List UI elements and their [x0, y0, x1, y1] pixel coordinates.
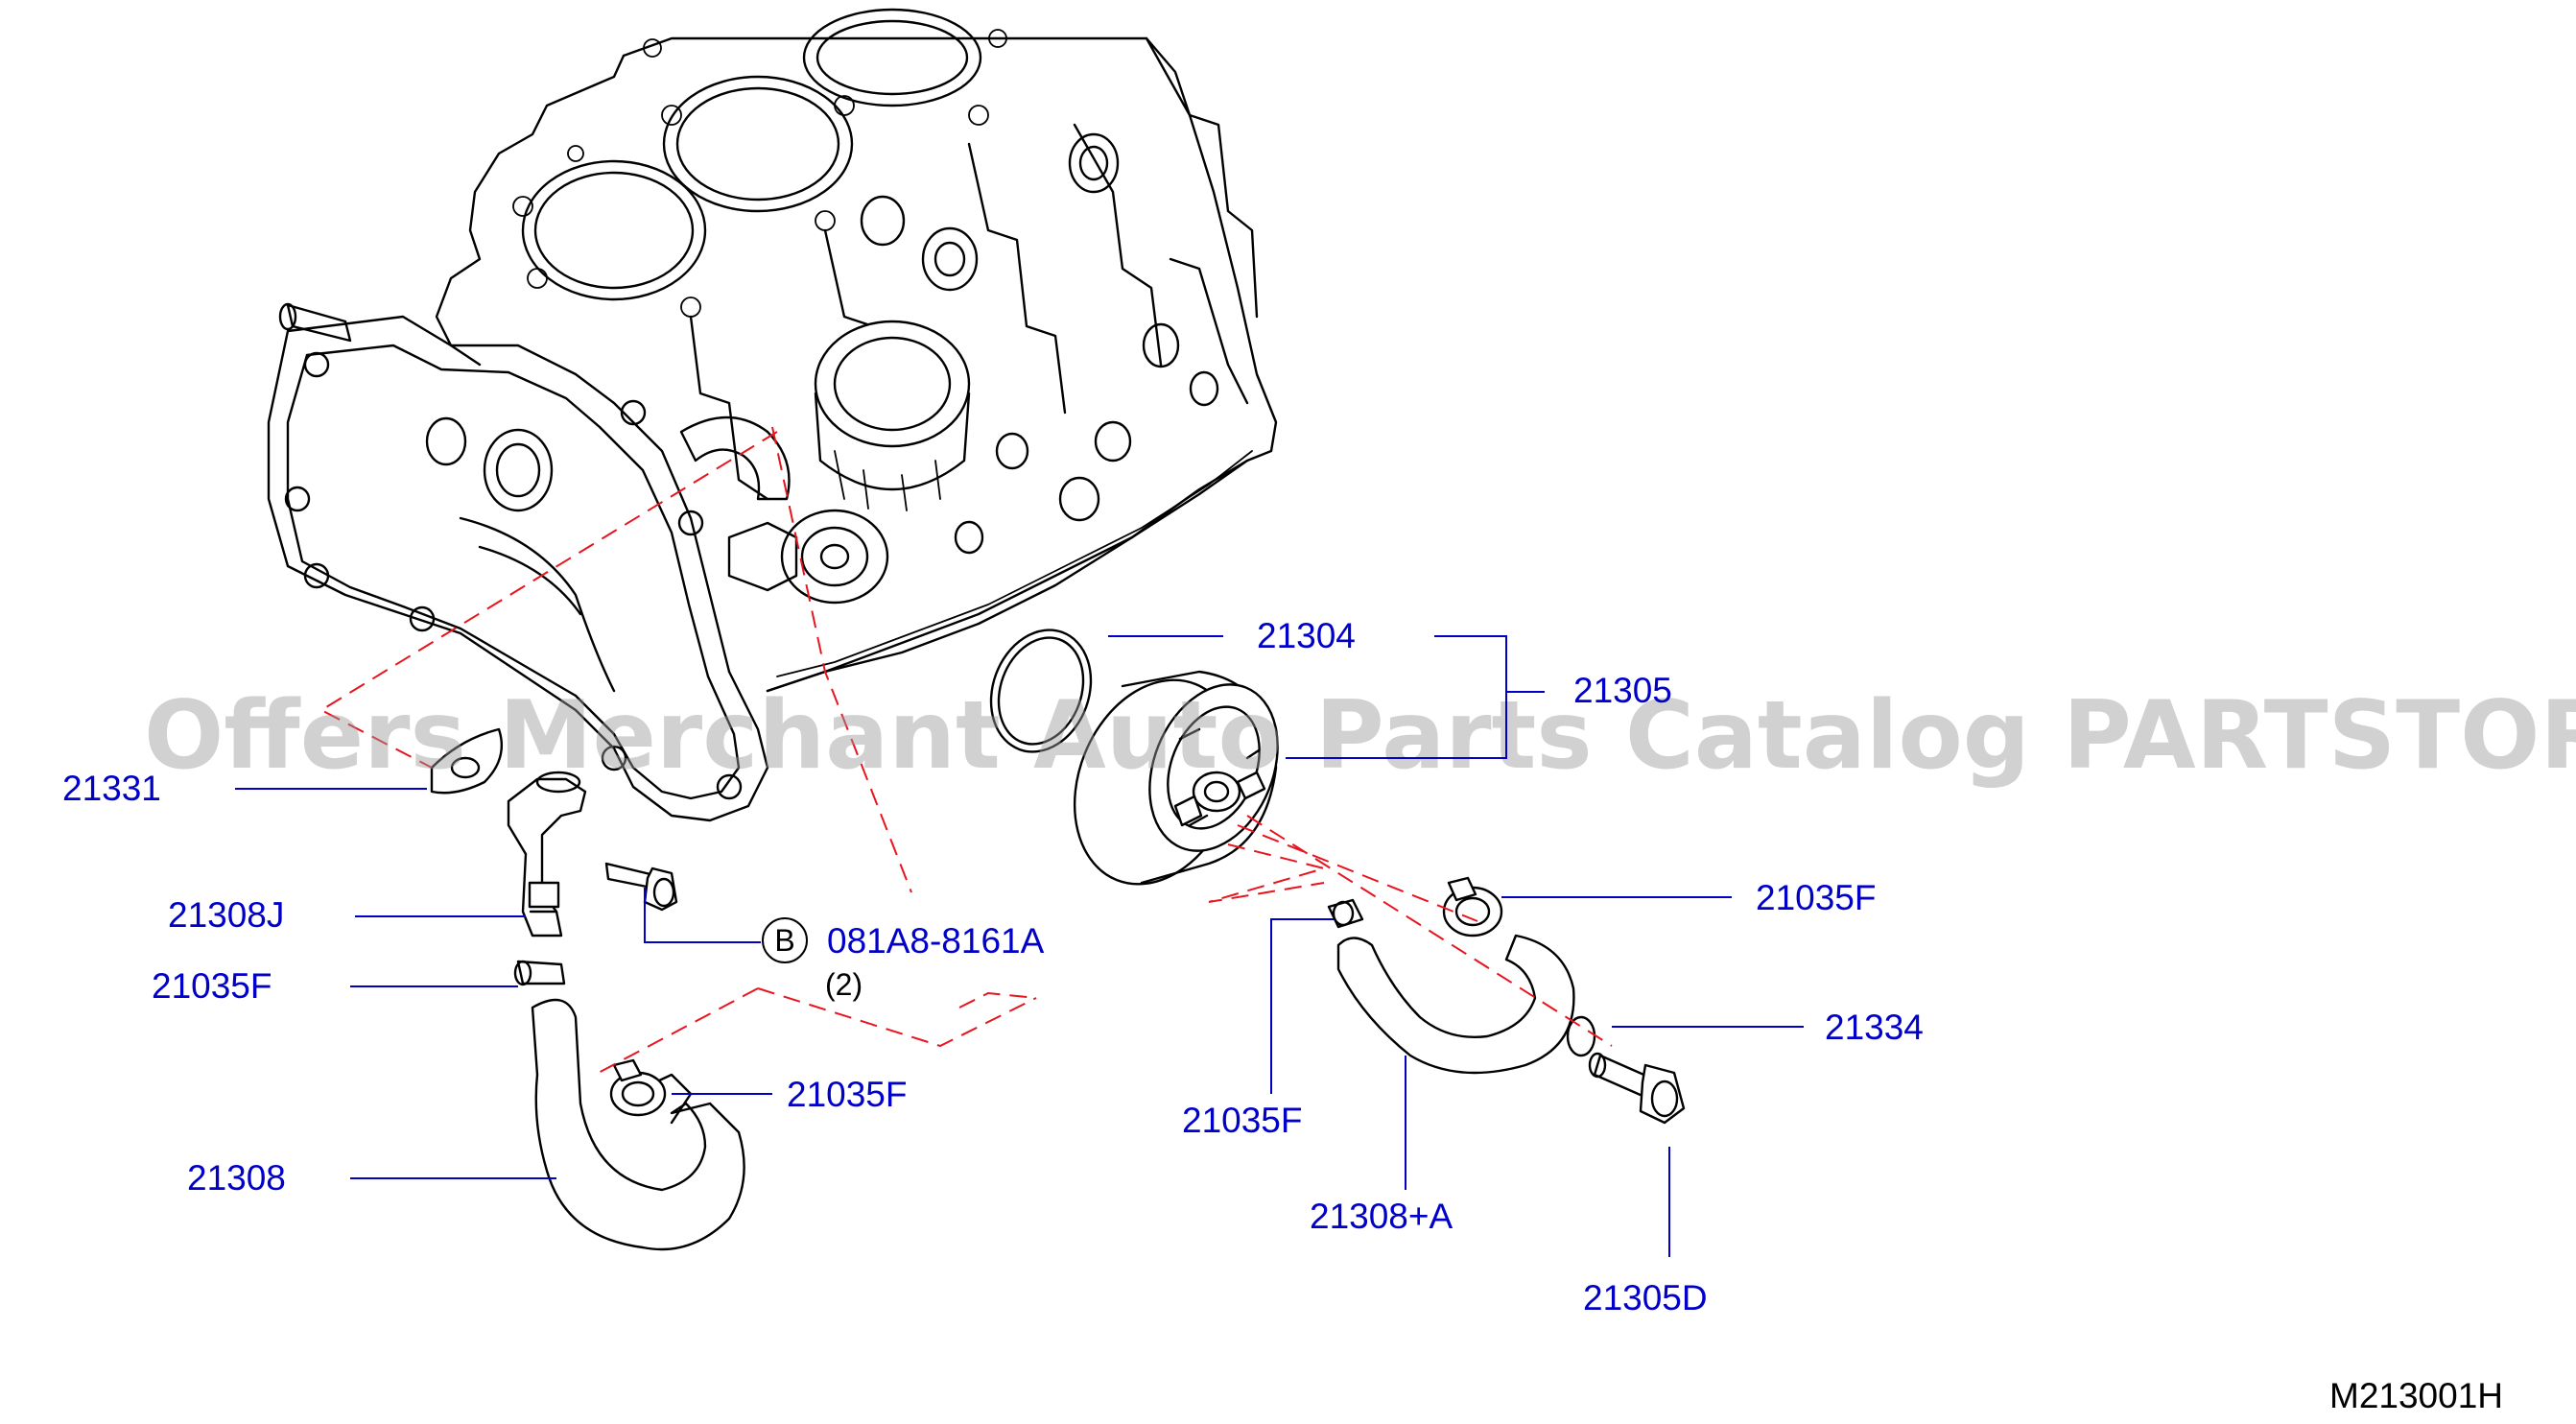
- part-label-21304[interactable]: 21304: [1257, 616, 1356, 655]
- part-label-21035F-left-lower[interactable]: 21035F: [787, 1075, 908, 1114]
- hose-21308-drawing: [531, 998, 745, 1251]
- watermark-text: Offers Merchant Auto Parts Catalog PARTS…: [144, 681, 2576, 791]
- drawing-code: M213001H: [2329, 1376, 2503, 1415]
- part-label-21035F-left-upper[interactable]: 21035F: [152, 966, 272, 1006]
- callout-circle: [762, 917, 808, 963]
- part-label-21035F-right-upper[interactable]: 21035F: [1756, 878, 1877, 917]
- part-label-21305D[interactable]: 21305D: [1583, 1278, 1708, 1317]
- engine-block-drawing: [267, 8, 1278, 822]
- callout-quantity: (2): [825, 967, 863, 1002]
- hose-21308J-drawing: [507, 771, 587, 937]
- part-label-21308J[interactable]: 21308J: [168, 895, 284, 935]
- clamp-21035F-right-upper-drawing: [1442, 876, 1503, 937]
- part-labels: 21304 21305 21331 21308J 21035F 21035F 2…: [62, 616, 1924, 1317]
- part-label-21334[interactable]: 21334: [1825, 1008, 1924, 1047]
- part-label-21035F-right-lower[interactable]: 21035F: [1182, 1101, 1303, 1140]
- bolt-21305D-drawing: [1588, 1052, 1686, 1125]
- oil-cooler-drawing: [989, 629, 1279, 886]
- clamp-21035F-left-lower-drawing: [609, 1058, 667, 1117]
- gasket-21331-drawing: [430, 727, 504, 795]
- hose-21308A-drawing: [1336, 934, 1575, 1075]
- callout-part-number[interactable]: 081A8-8161A: [827, 921, 1045, 961]
- part-label-21308A[interactable]: 21308+A: [1310, 1197, 1453, 1236]
- leader-lines: [235, 635, 1804, 1257]
- callout-b: B 081A8-8161A (2): [762, 917, 1045, 1002]
- clamp-21035F-right-lower-drawing: [1327, 898, 1364, 929]
- clamp-21035F-left-upper-drawing: [513, 960, 566, 986]
- bolt-081A8-drawing: [604, 862, 678, 912]
- part-label-21305[interactable]: 21305: [1573, 671, 1672, 710]
- callout-letter: B: [774, 923, 794, 958]
- part-label-21308[interactable]: 21308: [187, 1158, 286, 1198]
- part-label-21331[interactable]: 21331: [62, 769, 161, 808]
- washer-21334-drawing: [1566, 1015, 1596, 1057]
- assembly-lines: [319, 426, 1613, 1076]
